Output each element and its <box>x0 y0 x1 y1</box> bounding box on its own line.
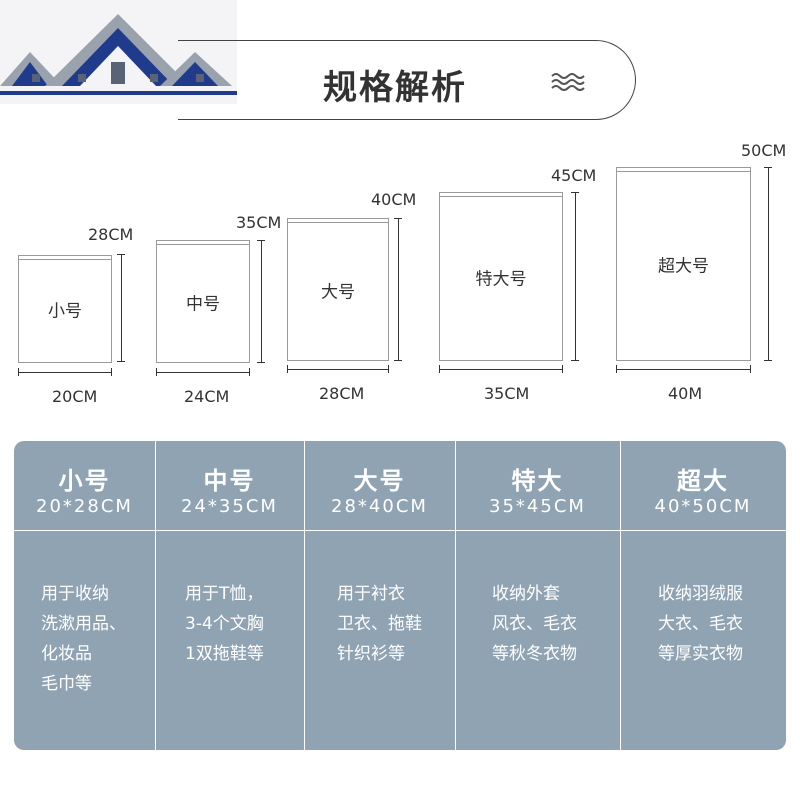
bag-medium: 中号 <box>156 240 250 363</box>
bag-extra-large: 特大号 <box>439 192 563 361</box>
description-line: 等厚实衣物 <box>658 644 743 664</box>
description-line: 化妆品 <box>41 644 92 664</box>
column-divider <box>155 441 156 750</box>
column-name: 特大 <box>511 467 564 495</box>
bag-small: 小号 <box>18 255 112 363</box>
bag-super-large: 超大号 <box>616 167 751 361</box>
bag-label: 超大号 <box>658 256 709 277</box>
height-label: 45CM <box>551 166 597 185</box>
bag-large: 大号 <box>287 218 389 361</box>
bag-label: 特大号 <box>475 269 527 289</box>
table-column-medium: 中号 24*35CM 用于T恤， 3-4个文胸 1双拖鞋等 <box>155 441 304 750</box>
height-dimension-line <box>394 218 402 361</box>
column-name: 小号 <box>58 467 111 495</box>
row-divider <box>14 530 786 531</box>
column-size: 40*50CM <box>654 496 752 517</box>
column-size: 28*40CM <box>331 496 428 517</box>
column-name: 超大 <box>677 467 729 495</box>
column-description: 用于收纳 洗漱用品、 化妆品 毛巾等 <box>41 579 126 699</box>
height-dimension-line <box>117 254 125 362</box>
column-divider <box>304 441 305 750</box>
description-line: 卫衣、拖鞋 <box>337 614 422 634</box>
column-divider <box>620 441 621 750</box>
table-column-large: 大号 28*40CM 用于衬衣 卫衣、拖鞋 针织衫等 <box>304 441 455 750</box>
width-dimension-line <box>18 368 112 376</box>
description-line: 收纳外套 <box>492 584 560 604</box>
bag-label: 中号 <box>186 294 220 314</box>
column-size: 35*45CM <box>489 496 586 517</box>
column-divider <box>455 441 456 750</box>
height-label: 40CM <box>371 190 417 209</box>
spec-table: 小号 20*28CM 用于收纳 洗漱用品、 化妆品 毛巾等 中号 24*35CM… <box>14 441 786 750</box>
table-column-small: 小号 20*28CM 用于收纳 洗漱用品、 化妆品 毛巾等 <box>14 441 155 750</box>
column-size: 20*28CM <box>36 496 133 517</box>
width-label: 40M <box>668 384 703 403</box>
description-line: 风衣、毛衣 <box>492 614 577 634</box>
height-label: 35CM <box>236 213 282 232</box>
description-line: 3-4个文胸 <box>185 614 264 634</box>
column-size: 24*35CM <box>181 496 278 517</box>
description-line: 用于T恤， <box>185 584 264 604</box>
width-dimension-line <box>439 365 563 373</box>
width-label: 28CM <box>319 384 365 403</box>
description-line: 针织衫等 <box>337 644 405 664</box>
width-dimension-line <box>156 368 250 376</box>
width-dimension-line <box>287 365 389 373</box>
description-line: 毛巾等 <box>41 674 92 694</box>
table-column-extra-large: 特大 35*45CM 收纳外套 风衣、毛衣 等秋冬衣物 <box>455 441 620 750</box>
width-label: 35CM <box>484 384 530 403</box>
column-description: 收纳羽绒服 大衣、毛衣 等厚实衣物 <box>658 579 743 669</box>
title-frame <box>178 40 636 120</box>
height-label: 28CM <box>88 225 134 244</box>
description-line: 1双拖鞋等 <box>185 644 264 664</box>
height-dimension-line <box>764 167 772 361</box>
height-dimension-line <box>571 192 579 361</box>
description-line: 等秋冬衣物 <box>492 644 577 664</box>
width-label: 24CM <box>184 387 230 406</box>
height-dimension-line <box>257 240 265 363</box>
column-description: 用于T恤， 3-4个文胸 1双拖鞋等 <box>185 579 264 669</box>
column-name: 大号 <box>353 467 406 495</box>
description-line: 用于收纳 <box>41 584 109 604</box>
description-line: 收纳羽绒服 <box>658 584 743 604</box>
height-label: 50CM <box>741 141 787 160</box>
description-line: 洗漱用品、 <box>41 614 126 634</box>
description-line: 用于衬衣 <box>337 584 405 604</box>
description-line: 大衣、毛衣 <box>658 614 743 634</box>
column-description: 用于衬衣 卫衣、拖鞋 针织衫等 <box>337 579 422 669</box>
column-name: 中号 <box>203 467 256 495</box>
table-column-super-large: 超大 40*50CM 收纳羽绒服 大衣、毛衣 等厚实衣物 <box>620 441 786 750</box>
width-dimension-line <box>616 365 751 373</box>
bag-label: 大号 <box>321 282 355 302</box>
page-title: 规格解析 <box>323 68 467 108</box>
width-label: 20CM <box>52 387 98 406</box>
wave-icon <box>551 73 585 91</box>
bag-label: 小号 <box>48 301 82 322</box>
column-description: 收纳外套 风衣、毛衣 等秋冬衣物 <box>492 579 577 669</box>
